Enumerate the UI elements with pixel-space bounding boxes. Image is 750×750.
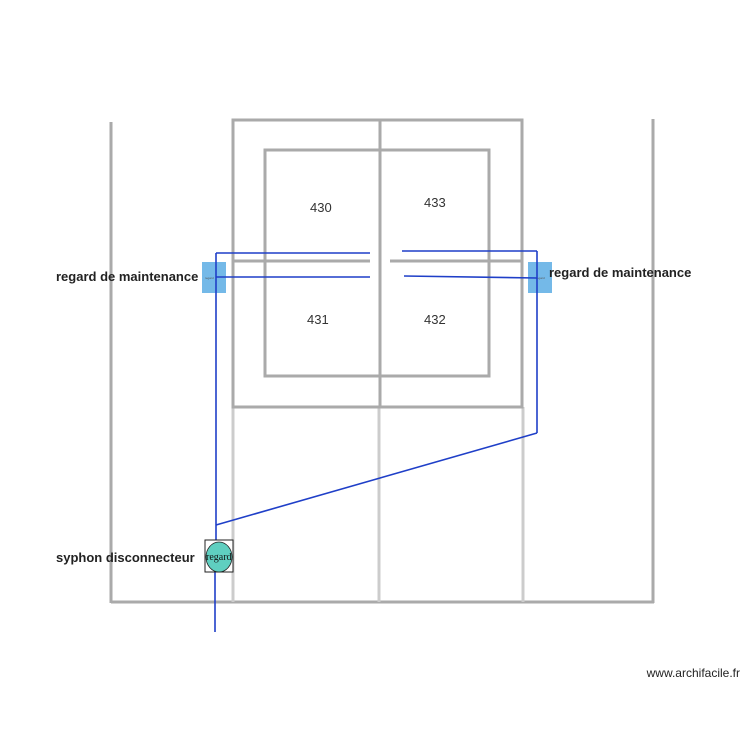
room-label-430: 430: [310, 200, 332, 215]
label-regard-maintenance-left: regard de maintenance: [56, 269, 198, 284]
regard-box-right-text: regard: [536, 276, 545, 280]
regard-box-left-text: regard: [205, 276, 214, 280]
credit-text: www.archifacile.fr: [646, 666, 740, 680]
drain-pipes: [214, 250, 538, 632]
syphon-icon: [205, 541, 233, 573]
label-regard-maintenance-right: regard de maintenance: [549, 265, 691, 280]
light-dividers: [231, 407, 525, 602]
room-label-432: 432: [424, 312, 446, 327]
label-syphon-disconnecteur: syphon disconnecteur: [56, 550, 195, 565]
pipe-diagonal: [215, 432, 538, 526]
room-label-433: 433: [424, 195, 446, 210]
building-inner-rect: [263, 148, 491, 378]
room-label-431: 431: [307, 312, 329, 327]
outer-walls: [109, 119, 655, 604]
building-outer-rect: [231, 118, 524, 409]
syphon-regard-text: regard: [206, 552, 232, 563]
building-block: [231, 118, 524, 409]
pipe-mid-right: [403, 275, 538, 279]
